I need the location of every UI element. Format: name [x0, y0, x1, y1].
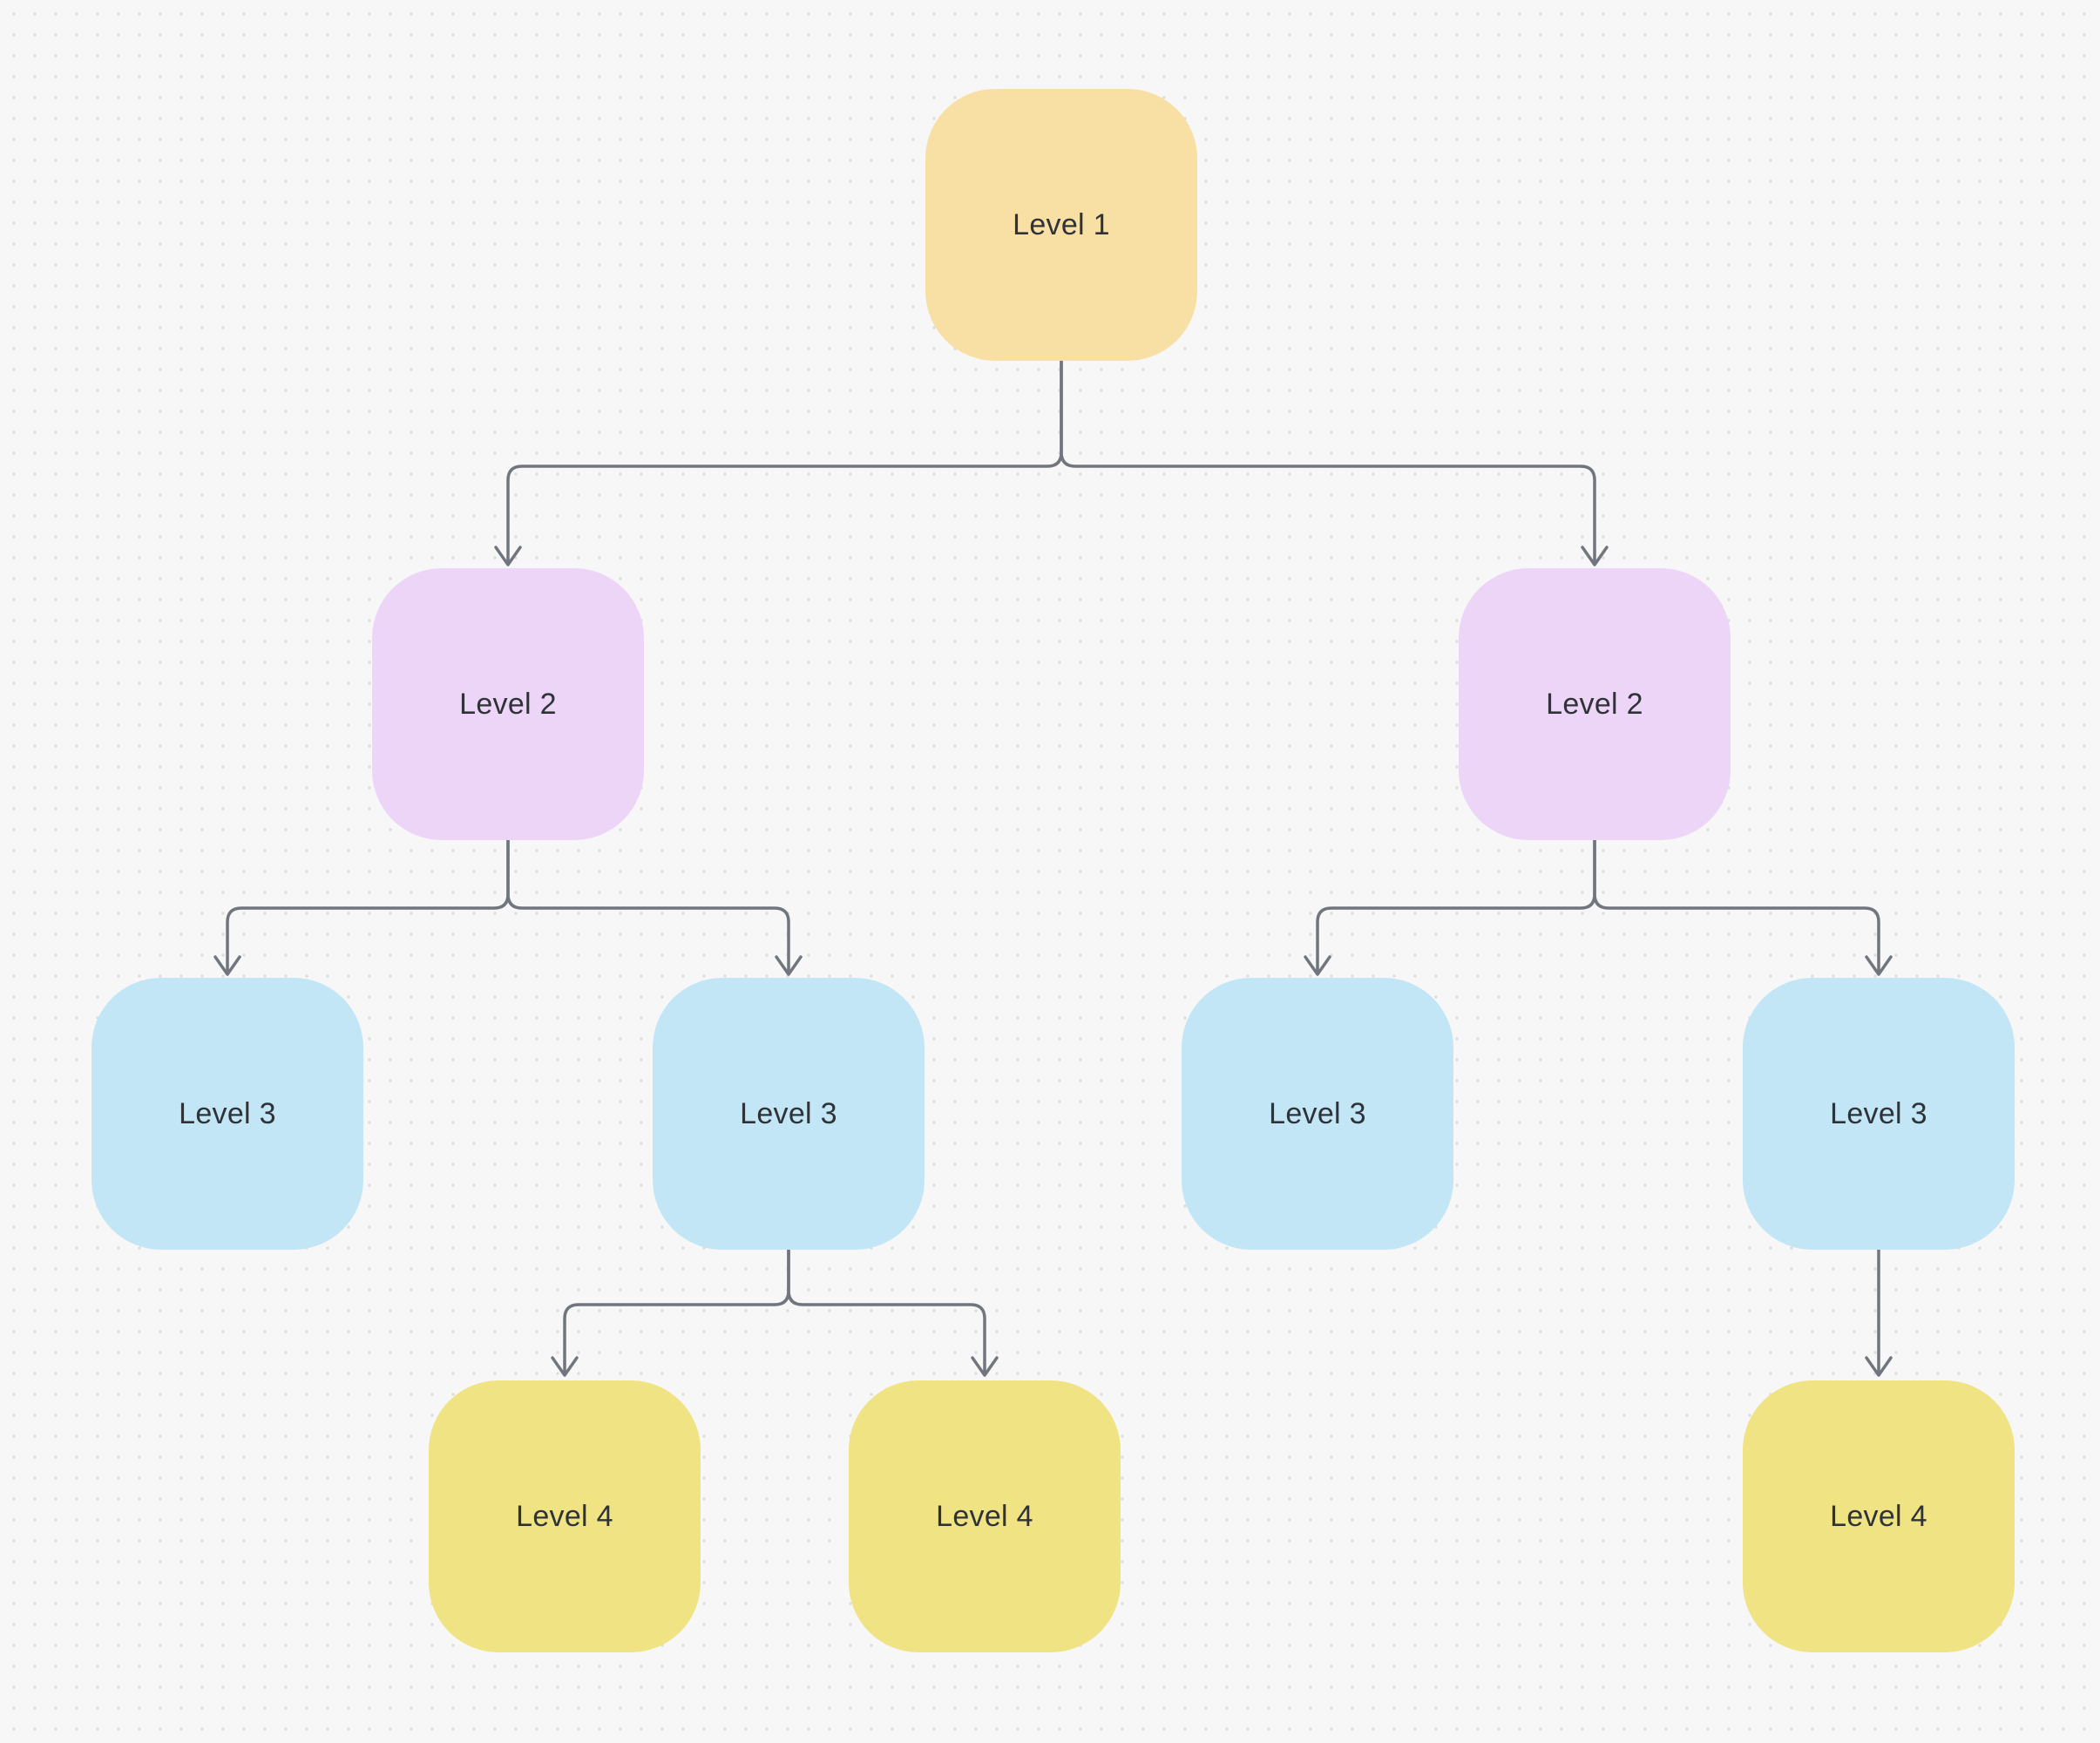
connector-level2-right-level3-3[interactable] [1304, 840, 1596, 976]
node-label: Level 3 [740, 1096, 837, 1130]
connector-level2-left-level3-2[interactable] [506, 840, 803, 976]
node-level2-right[interactable]: Level 2 [1459, 568, 1731, 840]
node-label: Level 4 [936, 1499, 1033, 1533]
node-label: Level 4 [1830, 1499, 1927, 1533]
connector-level1-level2-left[interactable] [494, 361, 1063, 566]
connector-level3-2-level4-1[interactable] [551, 1250, 790, 1377]
node-label: Level 2 [1546, 687, 1643, 721]
node-label: Level 3 [1269, 1096, 1366, 1130]
node-level1[interactable]: Level 1 [925, 89, 1197, 361]
node-level3-2[interactable]: Level 3 [653, 978, 925, 1250]
node-level3-1[interactable]: Level 3 [91, 978, 363, 1250]
node-label: Level 3 [1830, 1096, 1927, 1130]
node-level4-1[interactable]: Level 4 [429, 1380, 701, 1652]
connector-level1-level2-right[interactable] [1060, 361, 1609, 566]
node-level4-2[interactable]: Level 4 [849, 1380, 1121, 1652]
node-level3-4[interactable]: Level 3 [1743, 978, 2015, 1250]
node-label: Level 4 [516, 1499, 613, 1533]
node-label: Level 2 [459, 687, 557, 721]
node-label: Level 1 [1013, 207, 1110, 241]
node-level3-3[interactable]: Level 3 [1182, 978, 1453, 1250]
connector-level2-left-level3-1[interactable] [213, 840, 510, 976]
node-level4-3[interactable]: Level 4 [1743, 1380, 2015, 1652]
connector-level2-right-level3-4[interactable] [1593, 840, 1893, 976]
connector-level3-2-level4-2[interactable] [787, 1250, 999, 1377]
node-label: Level 3 [179, 1096, 276, 1130]
node-level2-left[interactable]: Level 2 [372, 568, 644, 840]
